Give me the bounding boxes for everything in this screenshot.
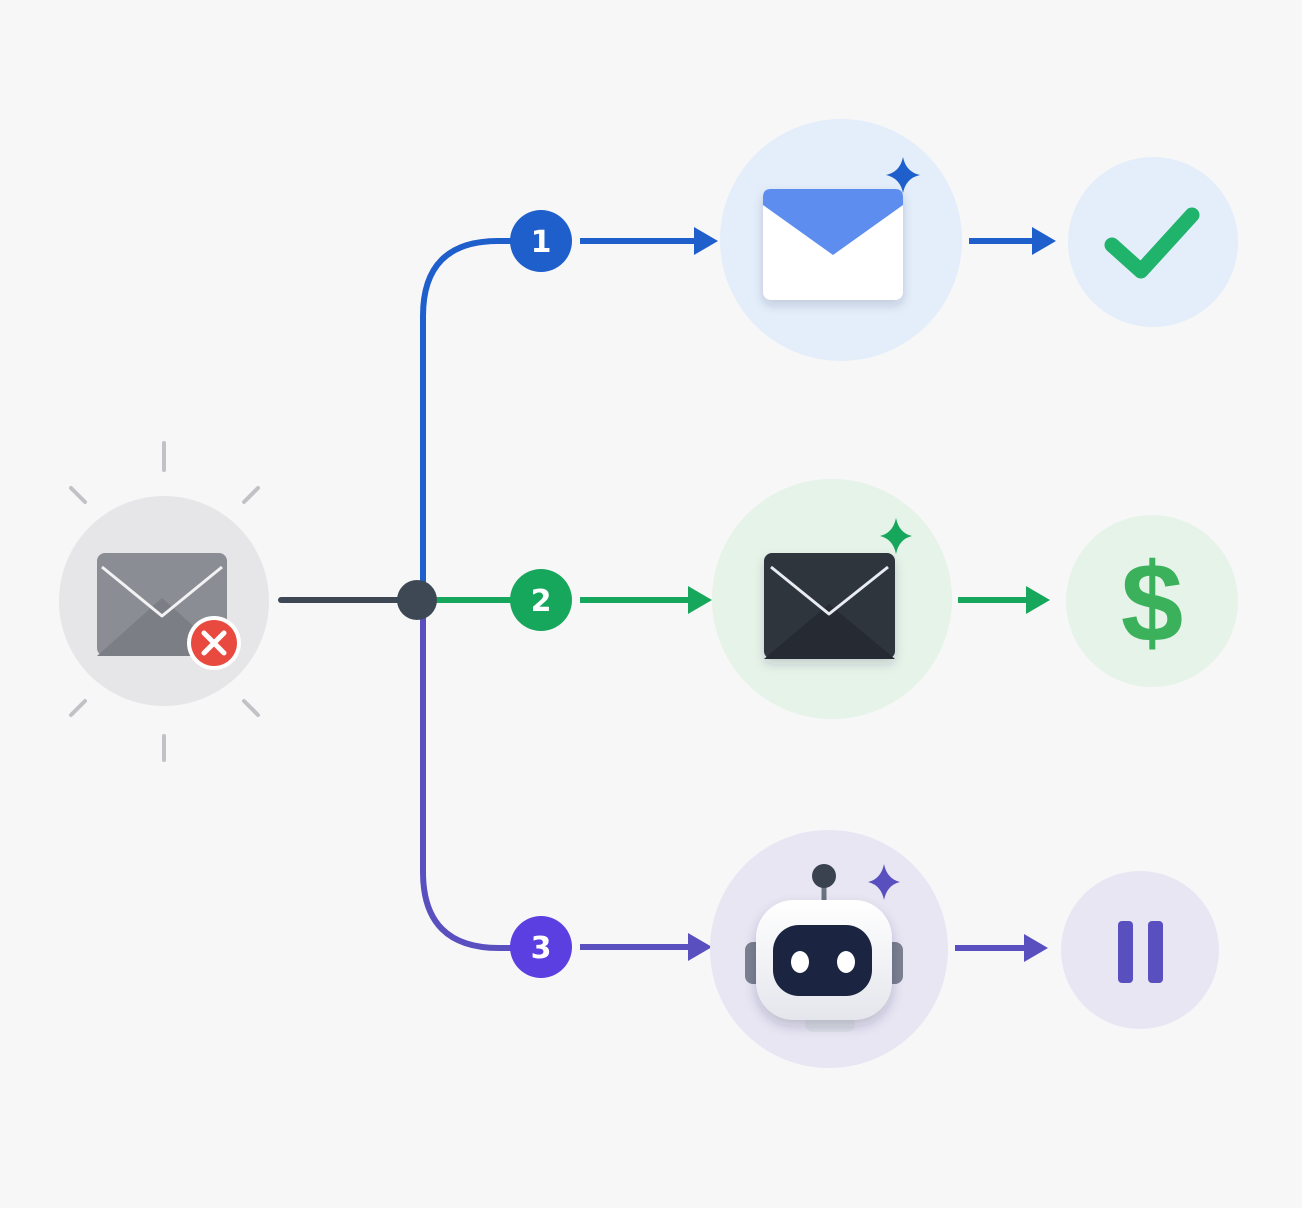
outcome-circle-1 <box>1068 157 1238 327</box>
arrow-1b <box>969 227 1056 255</box>
junction-node <box>397 580 437 620</box>
branch-1: 1 <box>510 119 1238 361</box>
dollar-icon: $ <box>1121 540 1183 665</box>
step-badge-1 <box>510 210 572 272</box>
sparkle-icon <box>886 157 920 193</box>
mail-sparkle-icon <box>763 189 903 300</box>
branch-3-path <box>420 609 515 951</box>
source-node <box>59 441 269 762</box>
arrow-3a <box>580 933 712 961</box>
branch-3: 3 <box>510 830 1219 1068</box>
arrow-2a <box>580 586 712 614</box>
pause-icon <box>1118 921 1163 983</box>
dark-mail-sparkle-icon <box>764 553 895 659</box>
arrow-3b <box>955 934 1048 962</box>
burst-rays <box>69 441 260 762</box>
arrow-1a <box>580 227 718 255</box>
step-badge-2 <box>510 569 572 631</box>
robot-sparkle-icon <box>745 864 903 1032</box>
connectors <box>278 238 515 951</box>
step-badge-3 <box>510 916 572 978</box>
step-label-1: 1 <box>531 225 552 260</box>
arrow-2b <box>958 586 1050 614</box>
checkmark-icon <box>1104 207 1200 279</box>
sparkle-icon <box>868 864 900 900</box>
outcome-circle-2 <box>1066 515 1238 687</box>
sparkle-icon <box>880 518 912 554</box>
step-label-2: 2 <box>531 584 552 619</box>
outcome-circle-3 <box>1061 871 1219 1029</box>
step-label-3: 3 <box>531 931 552 966</box>
branch-2: 2 $ <box>510 479 1238 719</box>
error-badge-icon <box>187 616 241 670</box>
branch-1-path <box>420 238 513 593</box>
